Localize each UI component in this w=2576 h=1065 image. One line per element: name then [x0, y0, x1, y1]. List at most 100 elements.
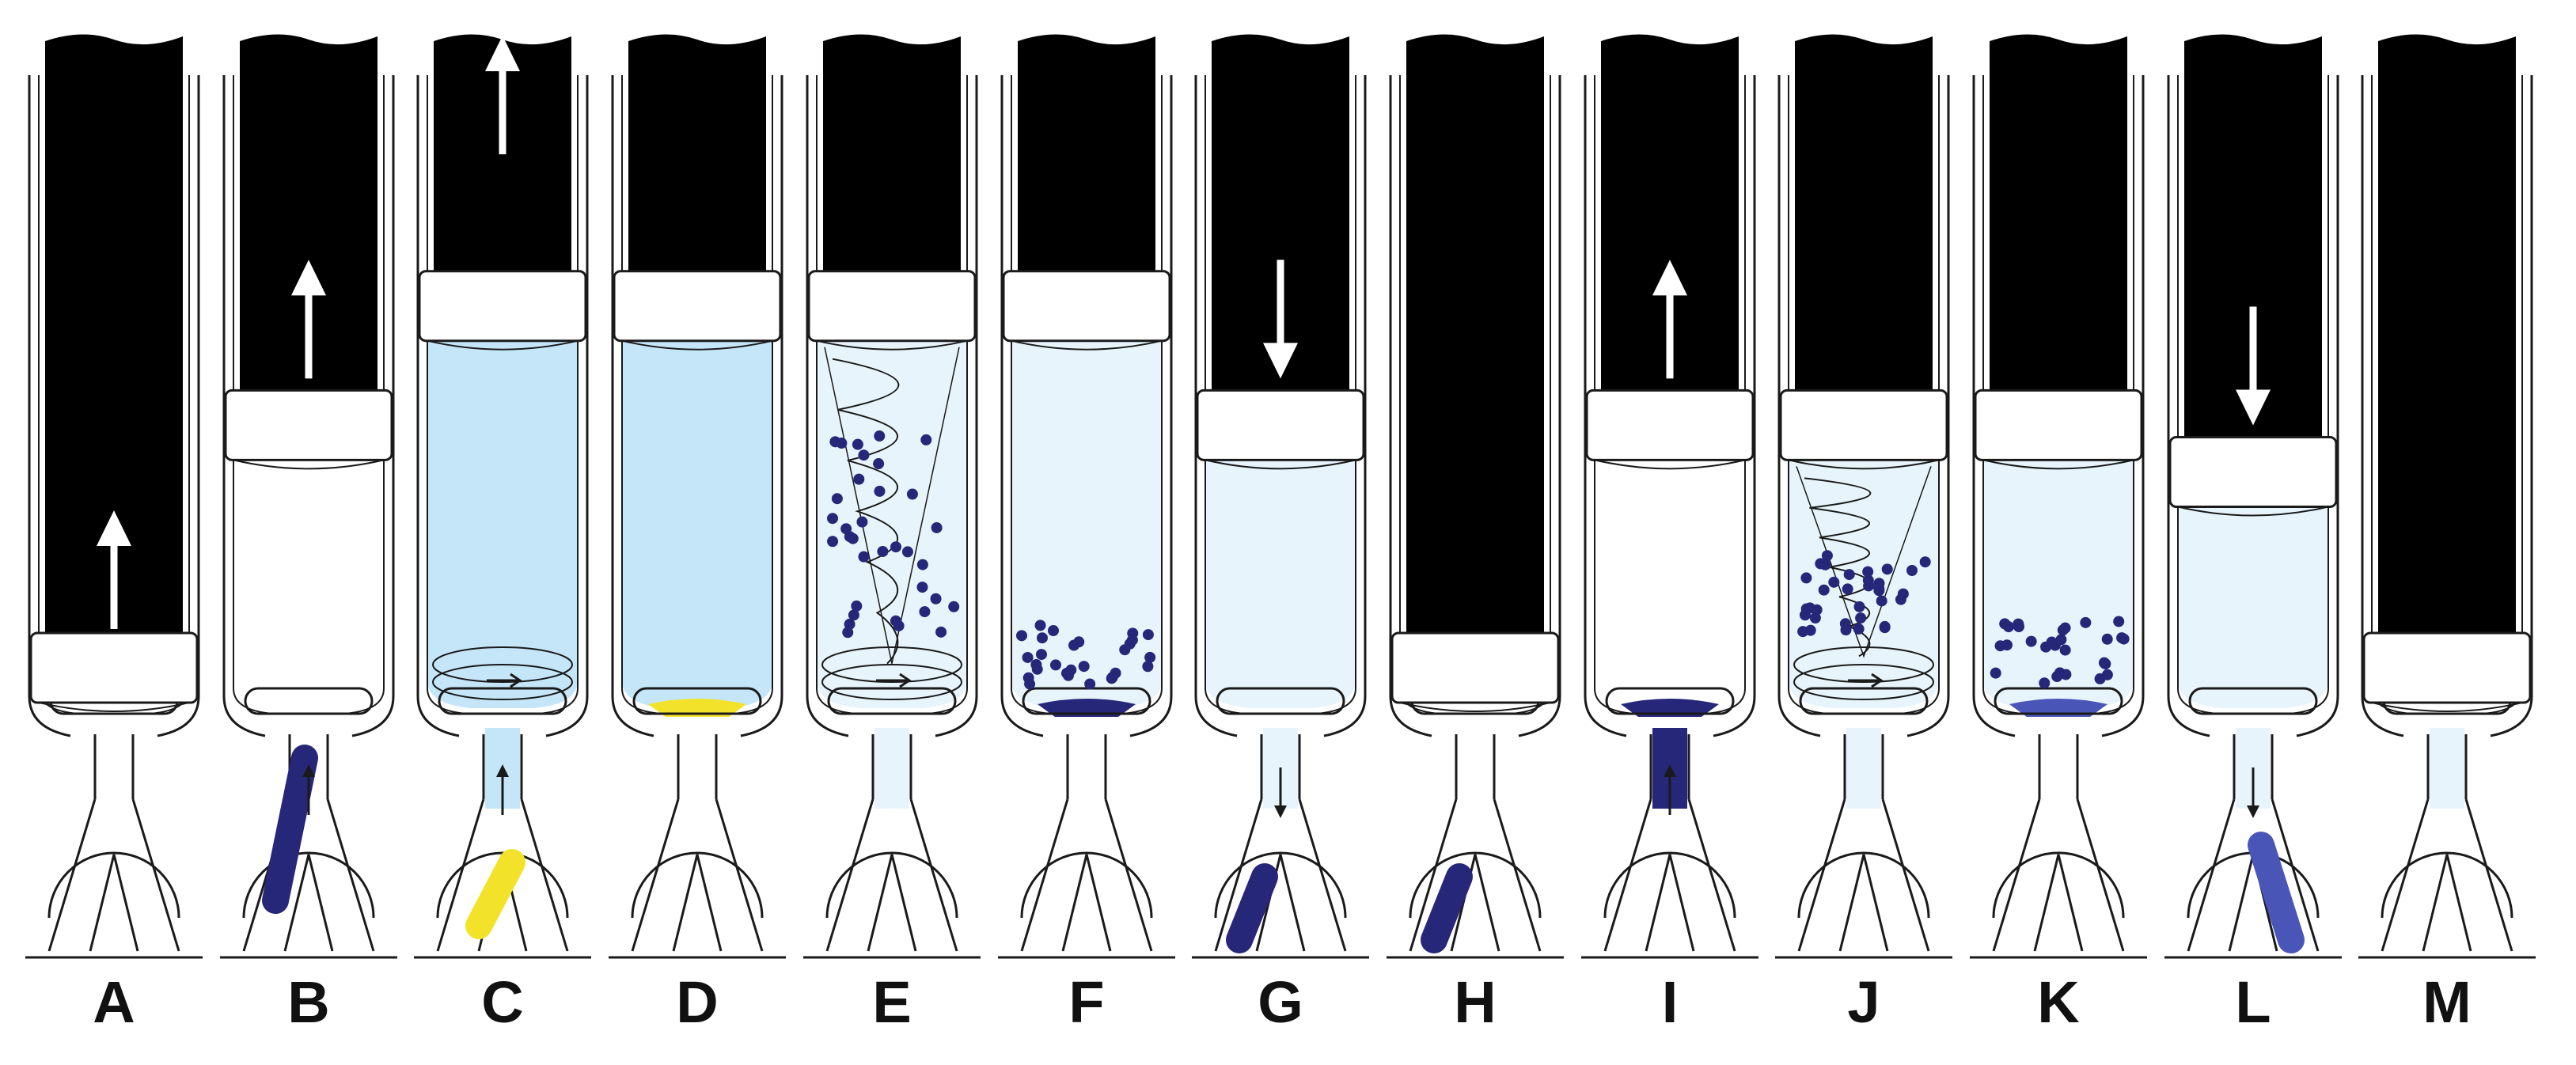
particle: [1126, 634, 1138, 646]
particle: [836, 438, 848, 449]
meniscus: [38, 702, 190, 712]
particle: [1897, 588, 1909, 600]
plunger-head: [2362, 631, 2532, 704]
plunger-head: [1974, 388, 2143, 461]
channel-divider: [1061, 854, 1112, 952]
panel-d: D: [609, 34, 786, 1035]
channel-divider: [672, 854, 723, 952]
barrel-wall-right: [1906, 75, 1950, 737]
valve-body: [47, 851, 180, 919]
valve-body: [1603, 851, 1736, 919]
plunger-head: [418, 270, 587, 343]
plunger-rod: [1601, 34, 1739, 392]
flow-arrowhead: [302, 764, 315, 777]
filter-disc: [1605, 687, 1735, 715]
stem-fill: [874, 728, 909, 809]
particle: [852, 438, 863, 450]
stir-arrow: [1848, 673, 1884, 688]
channel-divider: [867, 854, 917, 952]
channel-right-outer: [326, 798, 375, 952]
valve-body: [1214, 851, 1347, 919]
channel-left-outer: [1992, 798, 2041, 952]
panel-label: L: [2235, 969, 2271, 1035]
arrow-up-head-icon: [485, 36, 520, 71]
particle: [1876, 595, 1887, 607]
barrel-wall-right: [1129, 75, 1173, 737]
channel-right-outer: [1881, 798, 1930, 952]
particle: [1022, 651, 1034, 663]
particle: [847, 532, 859, 544]
particle: [890, 541, 902, 553]
channel-divider: [2033, 854, 2084, 952]
particle: [874, 430, 886, 442]
channel-left-outer: [2381, 798, 2430, 952]
particle: [1142, 661, 1154, 673]
panel-a: A: [25, 34, 203, 1035]
barrel-wall-left: [1777, 75, 1821, 737]
plunger-rod: [45, 34, 183, 635]
panel-label: A: [93, 969, 135, 1035]
stir-ellipse: [1793, 664, 1934, 700]
particle: [1022, 672, 1034, 684]
particle: [1800, 603, 1812, 615]
particle: [2049, 639, 2061, 651]
panel-label: M: [2422, 969, 2472, 1035]
channel-left-outer: [631, 798, 680, 952]
particle: [1815, 558, 1827, 570]
barrel-wall-right: [740, 75, 783, 737]
particle: [2100, 658, 2111, 670]
sample-slug: [465, 849, 525, 939]
particle: [1030, 658, 1042, 670]
particle: [2080, 616, 2092, 628]
valve-body: [631, 851, 764, 919]
particle: [1994, 640, 2006, 652]
plunger-rod: [2184, 34, 2322, 439]
barrel-wall-right: [935, 75, 978, 737]
particle: [2113, 616, 2125, 627]
channel-divider: [89, 854, 139, 952]
sample-slug: [1226, 863, 1278, 953]
liquid: [1011, 340, 1162, 708]
channel-divider: [1838, 854, 1889, 952]
stir-ellipse: [432, 646, 573, 683]
flow-arrowhead: [2247, 805, 2259, 818]
particle: [1800, 572, 1812, 584]
filter-disc: [1216, 687, 1345, 715]
particle: [827, 513, 839, 525]
sample-slug: [2248, 832, 2305, 953]
particle: [1855, 612, 1867, 624]
particle: [916, 559, 928, 570]
panel-label: C: [481, 969, 523, 1035]
stir-arrow: [876, 673, 912, 688]
valve-body: [2381, 851, 2513, 919]
stir-ellipse: [821, 664, 962, 700]
plunger-head: [1585, 388, 1755, 461]
particle: [1919, 556, 1931, 568]
valve-body: [825, 851, 958, 919]
particle: [853, 473, 865, 485]
particle: [858, 551, 870, 563]
liquid: [1983, 460, 2134, 708]
particle: [1828, 576, 1840, 588]
particle: [840, 523, 852, 535]
particle: [1906, 564, 1918, 576]
panel-l: L: [2164, 34, 2342, 1035]
channel-left-outer: [1603, 798, 1652, 952]
particle: [2051, 671, 2063, 683]
channel-left-outer: [1409, 798, 1458, 952]
sample-slug: [262, 745, 318, 914]
panel-g: G: [1192, 34, 1369, 1035]
barrel-wall-left: [1000, 75, 1044, 737]
valve-body: [1992, 851, 2125, 919]
barrel-wall-left: [2361, 75, 2404, 737]
particle: [1809, 612, 1821, 624]
filter-disc: [2188, 687, 2318, 715]
barrel-wall-left: [222, 75, 266, 737]
channel-left-outer: [2187, 798, 2236, 952]
panel-m: M: [2358, 34, 2536, 1035]
plunger-rod: [1795, 34, 1933, 392]
channel-divider: [1645, 854, 1695, 952]
barrel-wall-right: [157, 75, 200, 737]
particle: [2025, 635, 2037, 647]
arrow-up-head-icon: [1652, 260, 1687, 296]
